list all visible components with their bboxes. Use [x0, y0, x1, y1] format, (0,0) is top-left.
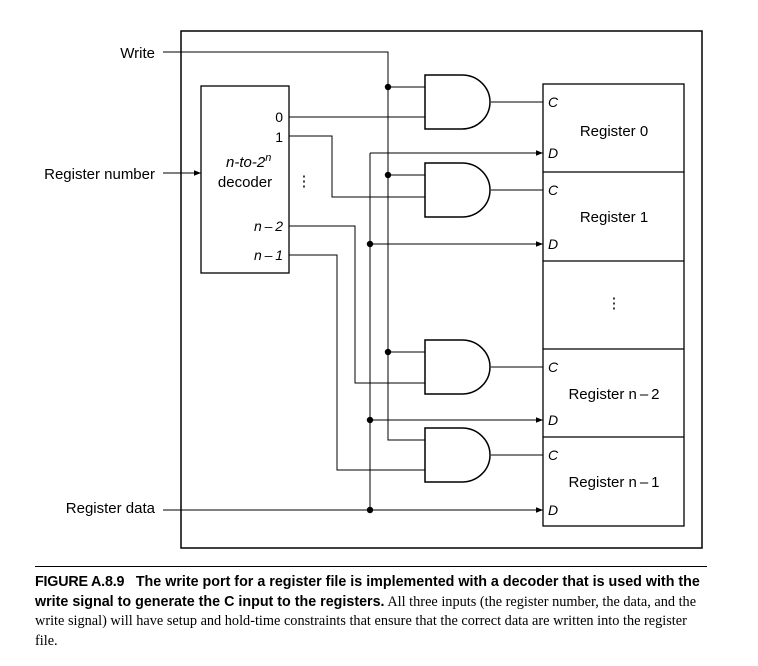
register-1-d-input: D: [548, 236, 558, 252]
and-gate-n2: [424, 339, 491, 395]
data-input-arrows: [370, 150, 543, 513]
figure-body: All three inputs (the register number, t…: [35, 593, 697, 649]
write-input-label: Write: [120, 45, 155, 62]
register-1-c-input: C: [548, 182, 559, 198]
decoder-output-n2-label: n – 2: [254, 218, 283, 234]
caption-rule: [35, 566, 707, 567]
register-n1-d-input: D: [548, 502, 558, 518]
and-gate-0: [424, 74, 491, 130]
decoder-output-n1-label: n – 1: [254, 247, 283, 263]
register-n1-label: Register n – 1: [568, 474, 659, 491]
register-file-write-port-diagram: Write Register number Register data n-to…: [44, 30, 703, 549]
decoder-output-0-label: 0: [275, 109, 283, 125]
figure-caption: FIGURE A.8.9 The write port for a regist…: [35, 573, 709, 651]
and-gate-n1: [424, 427, 491, 483]
register-data-input-label: Register data: [66, 500, 156, 517]
decoder-title-line2: decoder: [218, 174, 272, 191]
decoder-ellipsis: ⋮: [297, 173, 312, 190]
figure-number: FIGURE A.8.9: [35, 574, 125, 590]
register-n2-label: Register n – 2: [568, 386, 659, 403]
register-1-label: Register 1: [580, 209, 648, 226]
register-n2-c-input: C: [548, 359, 559, 375]
decoder-title-line1: n-to-2n: [226, 152, 271, 171]
register-0-d-input: D: [548, 145, 558, 161]
figure-title: The write port for a register file is im…: [35, 574, 700, 610]
register-n2-d-input: D: [548, 412, 558, 428]
register-ellipsis: ⋮: [607, 295, 622, 312]
register-n-minus-1: C Register n – 1 D: [548, 447, 660, 518]
circuit-wires: [181, 51, 543, 511]
junction-dots: [366, 83, 392, 514]
decoder-output-1-label: 1: [275, 129, 283, 145]
and-gate-1: [424, 162, 491, 218]
decoder-block: n-to-2n decoder 0 1 ⋮ n – 2 n – 1: [200, 85, 312, 274]
and-gates: [424, 74, 491, 483]
register-n1-c-input: C: [548, 447, 559, 463]
register-0-label: Register 0: [580, 123, 648, 140]
outer-frame: [180, 30, 703, 549]
register-n-minus-2: C Register n – 2 D: [548, 359, 660, 428]
register-number-input-label: Register number: [44, 166, 155, 183]
register-0-c-input: C: [548, 94, 559, 110]
register-1: C Register 1 D: [548, 182, 648, 252]
register-column: C Register 0 D C Register 1 D ⋮ C Regist…: [542, 83, 685, 527]
register-0: C Register 0 D: [548, 94, 648, 161]
